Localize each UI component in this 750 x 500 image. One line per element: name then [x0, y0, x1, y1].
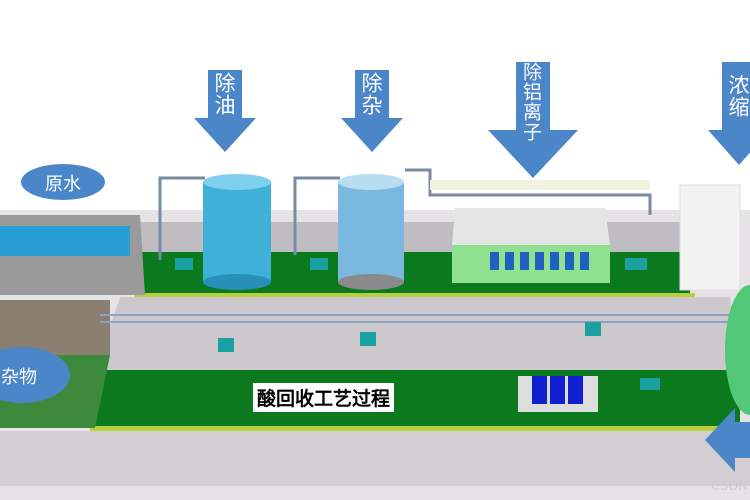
middle-floor [95, 297, 740, 370]
step-label-concentration: 浓缩 [726, 74, 750, 118]
impurities-label: 杂物 [1, 367, 37, 388]
pipes [158, 168, 652, 260]
concentration-unit [679, 184, 741, 291]
impurity-pit [0, 300, 110, 355]
pumps [175, 258, 660, 390]
step-label-impurity-removal: 除杂 [359, 72, 383, 116]
diagram-caption: 酸回收工艺过程 [253, 383, 395, 412]
impurity-removal-tank [338, 174, 404, 290]
watermark: CSDN [710, 479, 748, 494]
aluminum-removal-unit [452, 208, 610, 283]
step-label-oil-removal: 除油 [212, 72, 236, 116]
arrow-output [705, 408, 750, 472]
raw-water-label: 原水 [45, 174, 81, 195]
arrow-concentration [708, 62, 750, 165]
blue-drums [518, 376, 598, 412]
arrow-oil-removal [194, 70, 256, 152]
impurities-ellipse [0, 347, 70, 403]
arrow-aluminum-removal [488, 62, 578, 178]
arrow-impurity-removal [341, 70, 403, 152]
oil-removal-tank [203, 174, 271, 290]
step-label-aluminum-removal: 除铝离子 [520, 62, 542, 142]
raw-water-ellipse [21, 164, 105, 200]
concentration-tank [725, 285, 750, 415]
